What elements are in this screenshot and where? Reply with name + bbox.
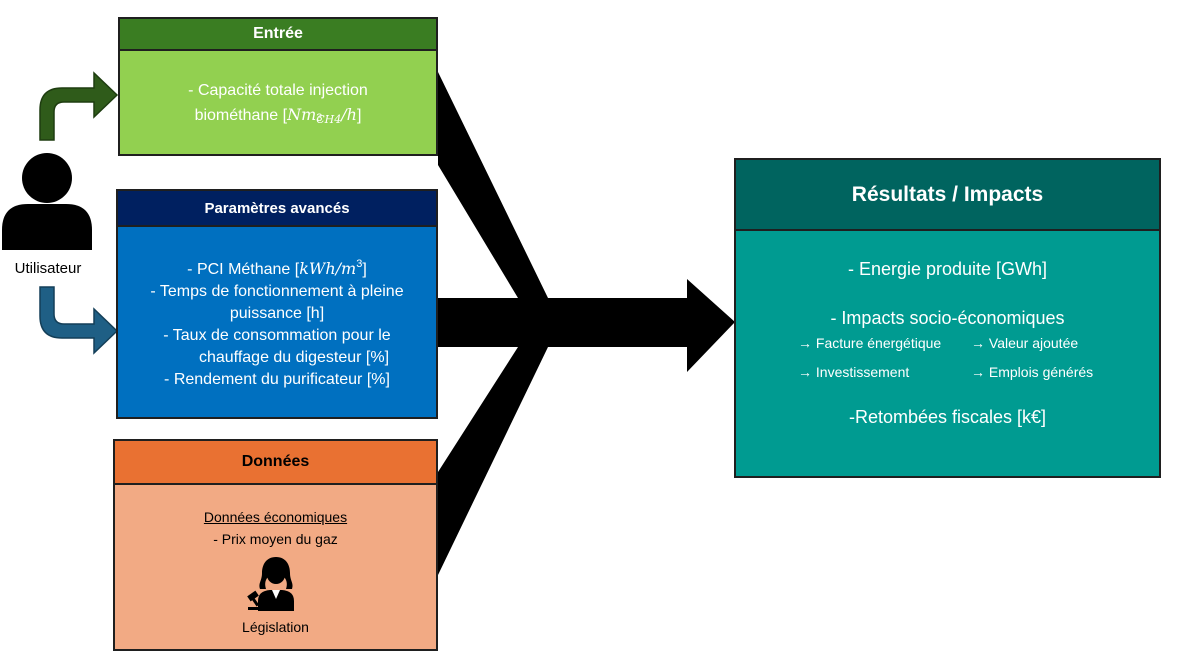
param-pci-close: ]	[362, 261, 367, 278]
parametres-box: Paramètres avancés - PCI Méthane [kWh/m3…	[116, 189, 438, 419]
param-line-2: - Temps de fonctionnement à pleine	[150, 283, 404, 300]
resultats-energie: - Energie produite [GWh]	[847, 259, 1048, 279]
subitem-investissement: → Investissement	[798, 364, 910, 380]
param-pci-unit: kWh/m	[299, 259, 357, 278]
parametres-title: Paramètres avancés	[204, 199, 350, 217]
entree-unit-tail: /h	[341, 105, 357, 124]
donnees-subtitle: Données économiques	[203, 509, 348, 525]
entree-line-1: - Capacité totale injection	[188, 82, 368, 99]
entree-unit-sup: 3	[316, 112, 323, 124]
donnees-box: Données Données économiques - Prix moyen…	[113, 439, 438, 651]
param-line-pci: - PCI Méthane [kWh/m3]	[118, 253, 436, 281]
user-icon	[2, 153, 92, 250]
donnees-item: - Prix moyen du gaz	[213, 531, 338, 547]
input-arrow-blue	[39, 286, 119, 355]
entree-header: Entrée	[120, 19, 436, 51]
subitem-valeur: → Valeur ajoutée	[971, 335, 1079, 351]
resultats-box: Résultats / Impacts - Energie produite […	[734, 158, 1161, 478]
param-line-4: - Taux de consommation pour le	[163, 327, 391, 344]
subitem-emplois: → Emplois générés	[971, 364, 1094, 380]
param-pci-sup: 3	[356, 258, 363, 270]
entree-box: Entrée - Capacité totale injection biomé…	[118, 17, 438, 156]
param-line-6: - Rendement du purificateur [%]	[164, 371, 390, 388]
resultats-header: Résultats / Impacts	[736, 160, 1159, 231]
impacts-subitems: → Facture énergétique → Valeur ajoutée →…	[736, 329, 1159, 389]
funnel-arrow	[438, 72, 735, 575]
entree-line-2-text: biométhane [	[194, 107, 288, 124]
entree-unit-base: Nm	[287, 105, 317, 124]
param-line-3: puissance [h]	[229, 305, 325, 322]
user-label: Utilisateur	[14, 260, 82, 277]
donnees-footer: Législation	[242, 619, 309, 635]
param-pci-text: - PCI Méthane [	[187, 261, 300, 278]
resultats-retombees: -Retombées fiscales [k€]	[848, 407, 1047, 427]
resultats-title: Résultats / Impacts	[851, 182, 1044, 206]
subitem-facture: → Facture énergétique	[798, 335, 942, 351]
entree-line-2-close: ]	[356, 107, 362, 124]
judge-icon	[246, 557, 294, 611]
input-arrow-green	[39, 71, 119, 141]
resultats-impacts: - Impacts socio-économiques	[830, 308, 1065, 328]
donnees-title: Données	[241, 453, 310, 470]
entree-title: Entrée	[253, 25, 303, 42]
donnees-header: Données	[115, 441, 436, 485]
parametres-header: Paramètres avancés	[118, 191, 436, 227]
param-line-5: chauffage du digesteur [%]	[198, 349, 390, 366]
entree-unit-sub: CH4	[316, 113, 342, 126]
